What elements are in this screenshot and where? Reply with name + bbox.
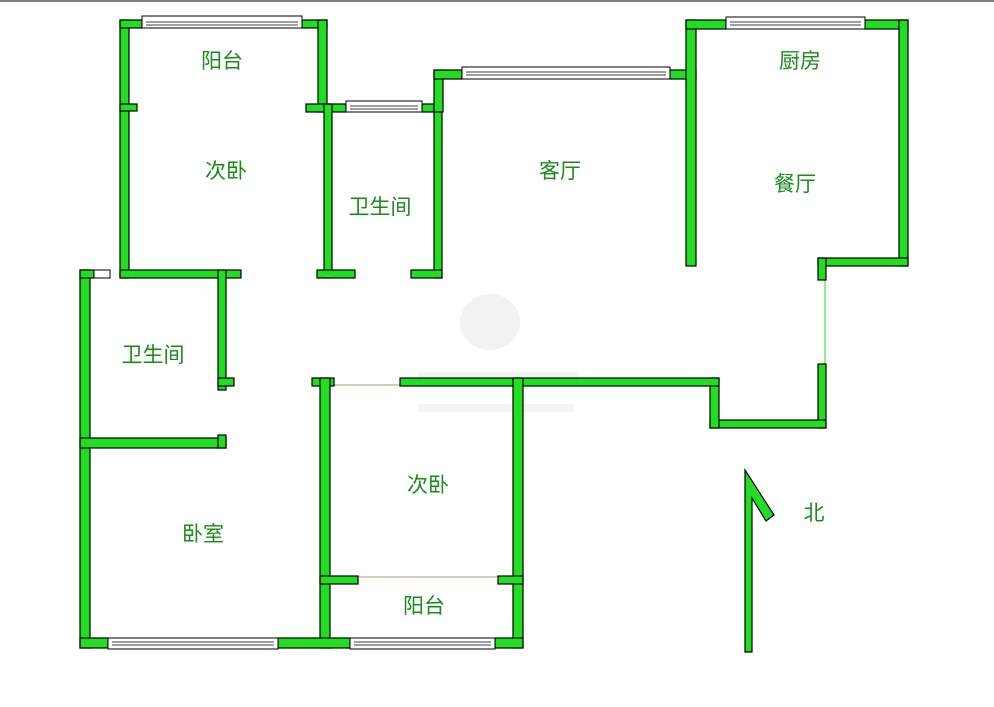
wall [119,19,143,29]
wall [399,377,720,387]
wall [497,575,524,585]
watermark [418,294,578,412]
wall [79,269,91,649]
wall [433,103,443,279]
north-label: 北 [804,501,825,525]
wall [709,419,827,429]
room-label-bathroom-left: 卫生间 [122,343,185,367]
wall [316,269,356,279]
window [349,637,496,650]
window [107,637,279,650]
wall [410,269,443,279]
wall [494,637,524,649]
wall [119,269,242,279]
window [461,66,671,80]
wall [217,434,227,449]
wall [817,257,909,267]
wall [319,575,359,585]
wall [323,103,333,279]
wall [119,19,130,279]
wall [217,377,235,387]
room-label-bedroom-second-bottom: 次卧 [407,473,449,497]
window [725,16,866,30]
wall [433,69,463,80]
wall [277,637,351,649]
wall [817,257,827,281]
wall [512,377,524,649]
room-label-living-room: 客厅 [539,159,581,183]
room-label-bedroom-second-top: 次卧 [205,159,247,183]
wall [119,103,138,112]
window [93,269,111,279]
wall [685,19,727,30]
wall [317,19,328,113]
wall [79,437,227,449]
room-label-master-bedroom: 卧室 [182,522,224,546]
window [141,15,303,29]
wall [685,19,697,267]
walls [79,19,909,649]
wall [79,269,95,279]
room-label-balcony-bottom: 阳台 [403,594,445,618]
north-arrow-icon [744,467,775,653]
window [345,100,423,113]
wall [217,269,227,391]
room-label-bathroom-top: 卫生间 [349,195,412,219]
wall [817,363,827,429]
room-label-dining-room: 餐厅 [774,172,816,196]
wall [319,377,331,649]
room-label-balcony-top: 阳台 [201,49,243,73]
wall [898,19,909,267]
wall [79,637,109,649]
room-label-kitchen: 厨房 [779,49,821,73]
